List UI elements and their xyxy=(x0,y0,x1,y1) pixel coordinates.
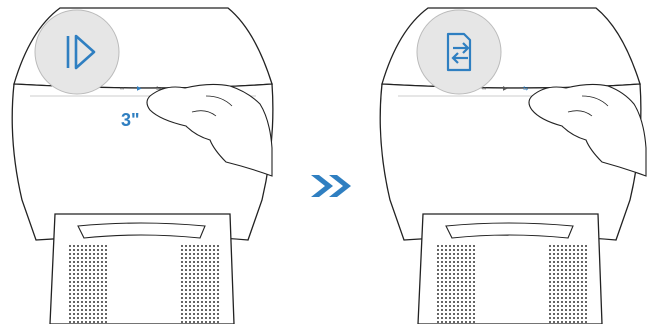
infinity-button-icon: ∞ xyxy=(120,86,124,92)
step-2-panel: ∞ ▶ ⇆ xyxy=(368,0,648,324)
callout-circle xyxy=(417,10,501,94)
play-pause-button-icon: ▶ xyxy=(503,86,508,92)
double-chevron-right-icon xyxy=(307,173,357,199)
speaker-illustration: ∞ ▶ ⇆ xyxy=(368,0,648,324)
play-pause-button[interactable]: ▶ xyxy=(137,86,142,92)
hold-duration-label: 3" xyxy=(121,110,140,131)
speaker-illustration: ∞ ▶ ⇆ xyxy=(0,0,280,324)
source-button[interactable]: ⇆ xyxy=(523,85,528,92)
step-1-panel: ∞ ▶ ⇆ 3" xyxy=(0,0,280,324)
